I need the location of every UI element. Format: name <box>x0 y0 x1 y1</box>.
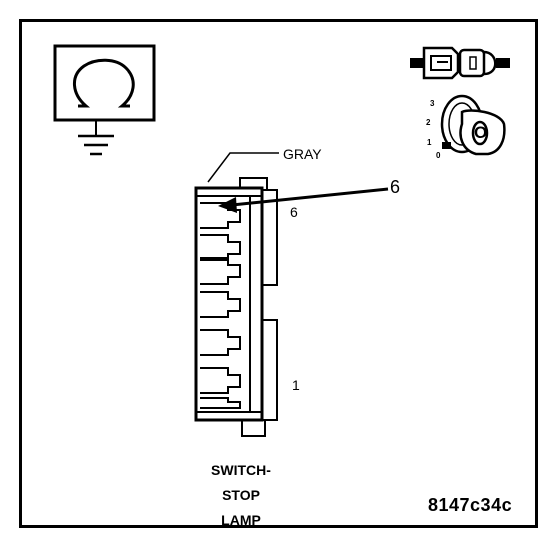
gray-wire-leader <box>207 152 279 183</box>
connector-top-pin-number: 6 <box>290 204 298 220</box>
connector-body <box>194 177 278 437</box>
omega-ground-icon <box>53 44 156 156</box>
ignition-position-3: 3 <box>430 99 435 108</box>
terminal-cavities <box>200 202 241 409</box>
ignition-key-icon <box>440 94 506 156</box>
figure-id: 8147c34c <box>428 495 513 515</box>
callout-pin-number: 6 <box>390 177 401 197</box>
connector-plug-icon <box>410 46 510 80</box>
component-name-line-1: SWITCH- <box>211 462 271 478</box>
pin-callout-arrow <box>218 187 389 213</box>
diagram-frame <box>19 19 538 528</box>
ignition-position-0: 0 <box>436 151 441 160</box>
ignition-position-1: 1 <box>427 138 432 147</box>
key-label: O <box>474 123 488 142</box>
component-name-line-2: STOP <box>222 487 260 503</box>
connector-bottom-pin-number: 1 <box>292 377 300 393</box>
wire-color-label: GRAY <box>283 146 322 162</box>
component-name: SWITCH- STOP LAMP <box>196 458 286 533</box>
component-name-line-3: LAMP <box>221 512 261 528</box>
ignition-position-2: 2 <box>426 118 431 127</box>
